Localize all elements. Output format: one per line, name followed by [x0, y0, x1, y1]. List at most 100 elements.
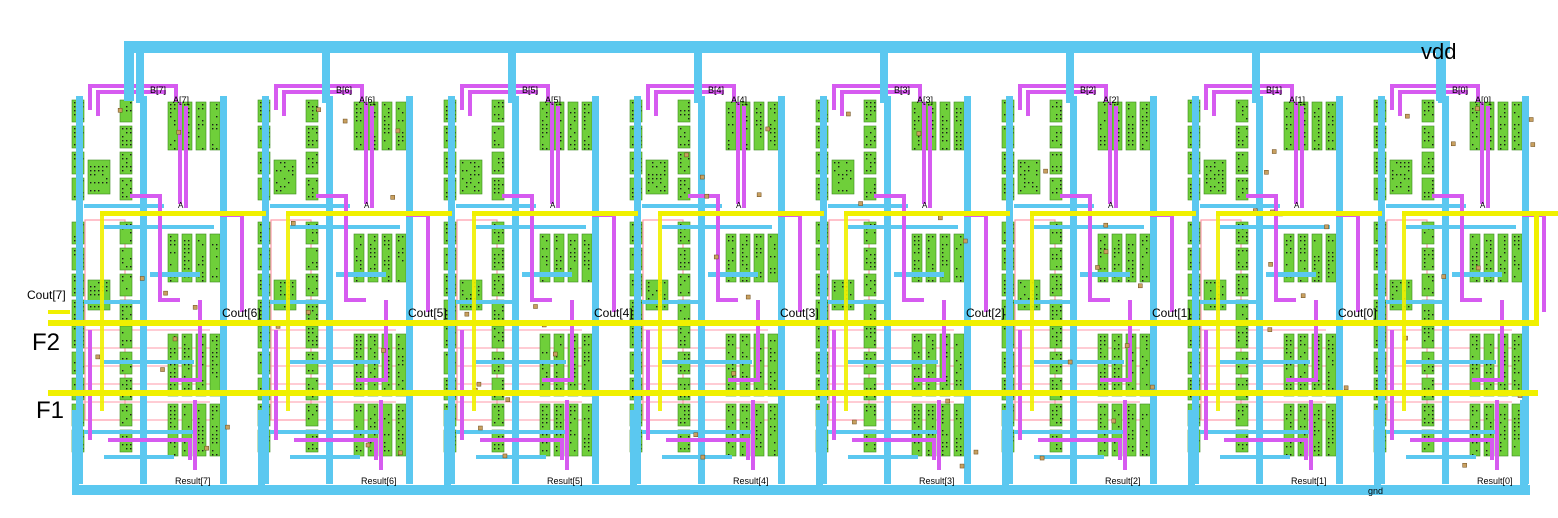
contact	[574, 132, 576, 134]
contact	[216, 276, 218, 278]
contact	[1476, 344, 1478, 346]
diffusion-strip	[119, 177, 133, 201]
contact	[1328, 426, 1330, 428]
contact	[374, 344, 376, 346]
contact	[1060, 328, 1062, 330]
contact	[1246, 366, 1248, 368]
via	[684, 152, 689, 158]
contact	[1328, 104, 1330, 106]
contact	[1242, 114, 1244, 116]
contact	[728, 264, 730, 266]
contact	[498, 144, 500, 146]
contact	[1190, 380, 1192, 382]
contact	[656, 306, 658, 308]
contact	[130, 154, 132, 156]
contact	[374, 356, 376, 358]
diffusion-strip	[767, 101, 779, 151]
contact	[308, 132, 310, 134]
contact	[1056, 280, 1058, 282]
contact	[360, 376, 362, 378]
contact	[170, 104, 172, 106]
power-rails	[72, 41, 1530, 495]
contact	[760, 360, 762, 362]
contact	[546, 418, 548, 420]
contact	[1304, 268, 1306, 270]
contact	[446, 310, 448, 312]
diffusion-strip	[581, 333, 593, 397]
contact	[1286, 128, 1288, 130]
contact	[308, 370, 310, 372]
contact	[680, 196, 682, 198]
contact	[360, 336, 362, 338]
contact	[284, 282, 286, 284]
contact	[742, 340, 744, 342]
contact	[1518, 236, 1520, 238]
contact	[478, 294, 480, 296]
metal2-route	[852, 438, 936, 460]
contact	[260, 310, 262, 312]
contact	[588, 244, 590, 246]
via	[1111, 418, 1116, 424]
contact	[446, 114, 448, 116]
contact	[918, 414, 920, 416]
contact	[1304, 252, 1306, 254]
contact	[308, 306, 310, 308]
contact	[1404, 174, 1406, 176]
contact	[1114, 364, 1116, 366]
via	[704, 193, 710, 199]
via	[478, 425, 483, 431]
contact	[462, 294, 464, 296]
contact	[402, 380, 404, 382]
contact	[212, 410, 214, 412]
contact	[308, 166, 310, 168]
contact	[632, 388, 634, 390]
gnd-drop	[1002, 410, 1009, 490]
contact	[126, 358, 128, 360]
contact	[1514, 446, 1516, 448]
contact	[1472, 336, 1474, 338]
contact	[1056, 406, 1058, 408]
contact	[308, 266, 310, 268]
contact	[1036, 174, 1038, 176]
contact	[680, 422, 682, 424]
contact	[928, 352, 930, 354]
contact	[388, 372, 390, 374]
contact	[174, 240, 176, 242]
diffusion-strip	[739, 333, 751, 397]
diffusion-strip	[305, 247, 319, 271]
metal1-strap	[1378, 96, 1385, 484]
contact	[1432, 280, 1434, 282]
contact	[1290, 376, 1292, 378]
contact	[1142, 124, 1144, 126]
contact	[746, 128, 748, 130]
contact	[1424, 166, 1426, 168]
contact	[1300, 406, 1302, 408]
contact	[356, 120, 358, 122]
contact	[542, 422, 544, 424]
contact	[356, 104, 358, 106]
contact	[1036, 162, 1038, 164]
contact	[1056, 288, 1058, 290]
diffusion-strip	[1483, 333, 1495, 397]
contact	[728, 384, 730, 386]
contact	[774, 340, 776, 342]
diffusion-strip	[581, 403, 593, 457]
contact	[498, 406, 500, 408]
contact	[928, 336, 930, 338]
contact	[1060, 114, 1062, 116]
contact	[1300, 442, 1302, 444]
contact	[732, 116, 734, 118]
contact	[212, 340, 214, 342]
contact	[1400, 282, 1402, 284]
metal1-route	[1014, 430, 1124, 434]
contact	[1128, 136, 1130, 138]
contact	[818, 188, 820, 190]
contact	[312, 332, 314, 334]
contact	[1318, 344, 1320, 346]
contact	[312, 158, 314, 160]
contact	[866, 436, 868, 438]
contact	[1238, 166, 1240, 168]
contact	[960, 132, 962, 134]
contact	[498, 280, 500, 282]
